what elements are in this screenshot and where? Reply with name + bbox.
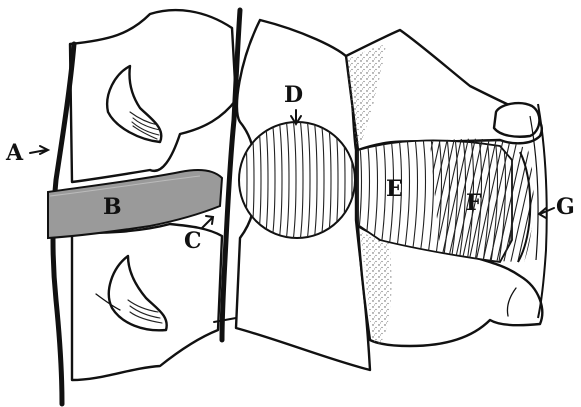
label-c: C <box>184 228 202 254</box>
label-a-group: A <box>5 140 48 166</box>
label-b-group: B <box>103 194 122 220</box>
label-d-group: D <box>284 82 303 108</box>
left-upper-bone <box>70 10 236 182</box>
label-b: B <box>103 194 122 220</box>
label-f-group: F <box>466 190 482 216</box>
label-a: A <box>5 140 24 166</box>
label-e-group: E <box>386 176 403 202</box>
label-f: F <box>466 190 482 216</box>
label-g: G <box>556 194 575 220</box>
label-d: D <box>284 82 303 108</box>
label-e: E <box>386 176 403 202</box>
label-g-group: G <box>539 194 575 220</box>
